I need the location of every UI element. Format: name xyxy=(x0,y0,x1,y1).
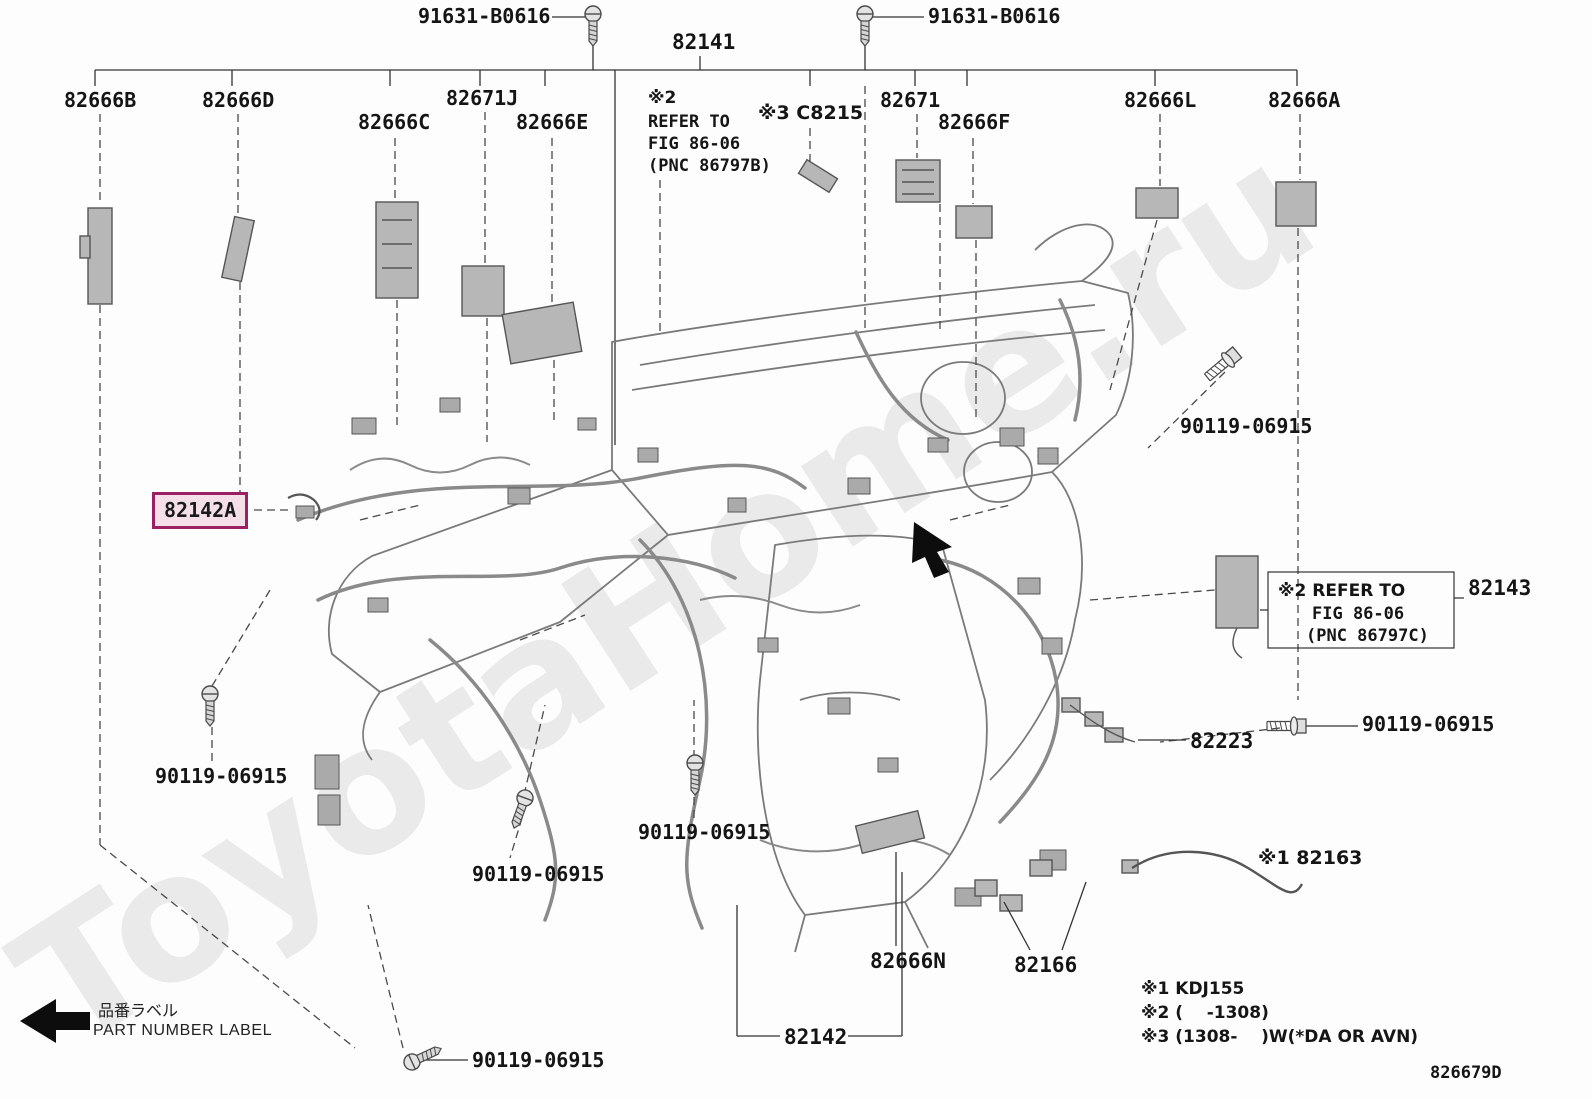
refer-note-b-line3: FIG 86-06 xyxy=(648,134,741,154)
fastener-label-90119-bottom-left[interactable]: 90119-06915 xyxy=(472,862,605,886)
part-label-82143[interactable]: 82143 xyxy=(1468,576,1532,600)
part-label-82141[interactable]: 82141 xyxy=(672,30,736,54)
refer-note-c-line2: FIG 86-06 xyxy=(1312,604,1405,624)
legend-label-english: PART NUMBER LABEL xyxy=(93,1022,273,1039)
document-number: 826679D xyxy=(1430,1063,1502,1083)
bolt-icon xyxy=(1266,716,1307,736)
part-label-82163[interactable]: ※1 82163 xyxy=(1258,847,1363,869)
fastener-label-90119-left[interactable]: 90119-06915 xyxy=(155,764,288,788)
labeled-connectors xyxy=(79,158,1317,912)
top-bracket-lines xyxy=(94,16,1298,445)
fastener-label-91631-top-right[interactable]: 91631-B0616 xyxy=(928,4,1061,28)
footnote-1: ※1 KDJ155 xyxy=(1141,979,1245,999)
part-label-82166[interactable]: 82166 xyxy=(1014,953,1078,977)
watermark-text: ToyotaHome.ru xyxy=(0,104,1349,1090)
part-label-82666A[interactable]: 82666A xyxy=(1268,88,1341,112)
instrument-panel-outline xyxy=(328,223,1134,953)
screw-icon xyxy=(584,5,602,47)
highlight-pointer-arrow xyxy=(912,522,952,578)
part-label-C8215[interactable]: ※3 C8215 xyxy=(758,102,864,124)
refer-note-b-mark: ※2 xyxy=(648,88,677,108)
part-label-82666D[interactable]: 82666D xyxy=(202,88,275,112)
footnote-3: ※3 (1308- )W(*DA OR AVN) xyxy=(1141,1027,1419,1047)
screw-icon xyxy=(400,1040,446,1074)
part-number-label-arrow xyxy=(20,999,90,1043)
refer-note-b-line4: (PNC 86797B) xyxy=(648,156,771,176)
part-label-82666B[interactable]: 82666B xyxy=(64,88,137,112)
part-label-82666F[interactable]: 82666F xyxy=(938,110,1011,134)
fastener-label-90119-right-upper[interactable]: 90119-06915 xyxy=(1180,414,1313,438)
refer-note-c-line1: ※2 REFER TO xyxy=(1278,581,1406,601)
footnote-2: ※2 ( -1308) xyxy=(1141,1003,1269,1023)
highlighted-part-label-82142A[interactable]: 82142A xyxy=(152,492,249,529)
part-label-82666E[interactable]: 82666E xyxy=(516,110,589,134)
part-label-82666N[interactable]: 82666N xyxy=(870,949,946,973)
refer-note-b-line2: REFER TO xyxy=(648,112,730,132)
fastener-label-90119-bottom[interactable]: 90119-06915 xyxy=(472,1048,605,1072)
fastener-label-90119-bottom-mid[interactable]: 90119-06915 xyxy=(638,820,771,844)
part-label-82666C[interactable]: 82666C xyxy=(358,110,431,134)
legend-label-japanese: 品番ラベル xyxy=(98,1001,179,1020)
screw-icon xyxy=(201,685,219,727)
part-label-82671J[interactable]: 82671J xyxy=(446,86,519,110)
screw-icon xyxy=(856,5,874,47)
fastener-label-91631-top-left[interactable]: 91631-B0616 xyxy=(418,4,551,28)
refer-note-c-line3: (PNC 86797C) xyxy=(1306,626,1429,646)
part-label-82223[interactable]: 82223 xyxy=(1190,729,1254,753)
part-label-82666L[interactable]: 82666L xyxy=(1124,88,1197,112)
solid-leaders xyxy=(420,45,1464,1061)
part-label-82671[interactable]: 82671 xyxy=(880,88,941,112)
fastener-label-90119-right-lower[interactable]: 90119-06915 xyxy=(1362,712,1495,736)
connector-blocks xyxy=(295,397,1067,907)
part-label-82142[interactable]: 82142 xyxy=(784,1025,848,1049)
